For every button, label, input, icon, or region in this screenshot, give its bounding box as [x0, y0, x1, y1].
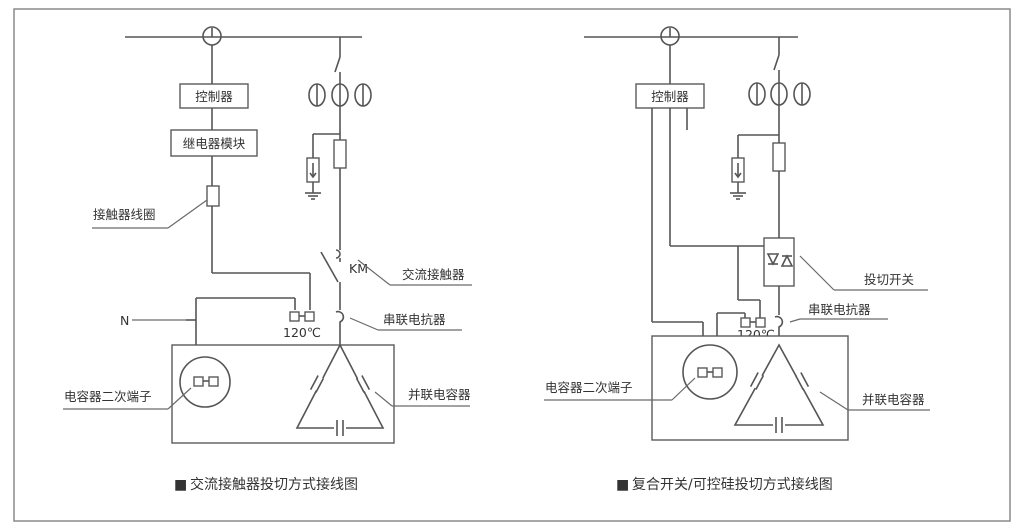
right-controller-box	[635, 83, 705, 109]
right-thermal-terminal-1	[740, 317, 751, 328]
right-controller-label: 控制器	[651, 89, 689, 104]
left-caption: 交流接触器投切方式接线图	[190, 476, 358, 493]
left-caption-marker: ■	[174, 477, 187, 493]
right-caption-marker: ■	[616, 477, 629, 493]
figure-frame	[13, 8, 1011, 522]
left-diagram: 控制器 继电器模块 接触器线圈 N 120℃	[63, 26, 472, 493]
left-controller-box	[179, 83, 249, 109]
left-ct-2	[331, 83, 349, 107]
left-contactor-coil-label: 接触器线圈	[93, 207, 156, 222]
left-km-label: KM	[349, 261, 368, 276]
right-thyristor-b	[780, 254, 794, 267]
left-secondary-terminal-label: 电容器二次端子	[64, 389, 152, 404]
left-secondary-terminal-a	[193, 376, 204, 387]
right-secondary-terminal-circle	[682, 344, 738, 400]
right-switch-label: 投切开关	[864, 272, 914, 287]
left-secondary-terminal-b	[208, 376, 219, 387]
left-relay-module-box	[170, 129, 258, 157]
right-series-reactor-label: 串联电抗器	[808, 302, 871, 317]
left-shunt-capacitor-label: 并联电容器	[408, 387, 471, 402]
right-capacitor-cabinet	[651, 335, 849, 441]
left-series-reactor	[335, 310, 345, 345]
left-series-reactor-label: 串联电抗器	[383, 312, 446, 327]
right-series-reactor	[774, 315, 784, 345]
right-switch-box	[763, 237, 795, 287]
right-thermal-terminal-2	[755, 317, 766, 328]
left-secondary-terminal-circle	[179, 356, 231, 408]
right-thyristor-a	[766, 253, 780, 266]
right-secondary-terminal-label: 电容器二次端子	[545, 380, 633, 395]
right-fuse	[772, 142, 786, 172]
right-caption: 复合开关/可控硅投切方式接线图	[632, 476, 833, 493]
right-diagram: 控制器 120℃	[544, 26, 930, 493]
left-relay-module-label: 继电器模块	[183, 136, 246, 151]
left-temperature-label: 120℃	[283, 325, 321, 340]
left-thermal-terminal-1	[289, 311, 300, 322]
left-neutral-label: N	[120, 313, 129, 328]
left-km-contact	[320, 251, 339, 283]
left-fuse	[333, 139, 347, 169]
left-ac-contactor-label: 交流接触器	[402, 267, 465, 282]
left-thermal-terminal-2	[304, 311, 315, 322]
right-secondary-terminal-b	[712, 367, 723, 378]
left-capacitor-cabinet	[171, 344, 395, 444]
left-controller-label: 控制器	[195, 89, 233, 104]
right-ct-2	[770, 82, 788, 106]
right-shunt-capacitor-label: 并联电容器	[862, 392, 925, 407]
right-secondary-terminal-a	[697, 367, 708, 378]
left-contactor-coil	[206, 185, 220, 207]
